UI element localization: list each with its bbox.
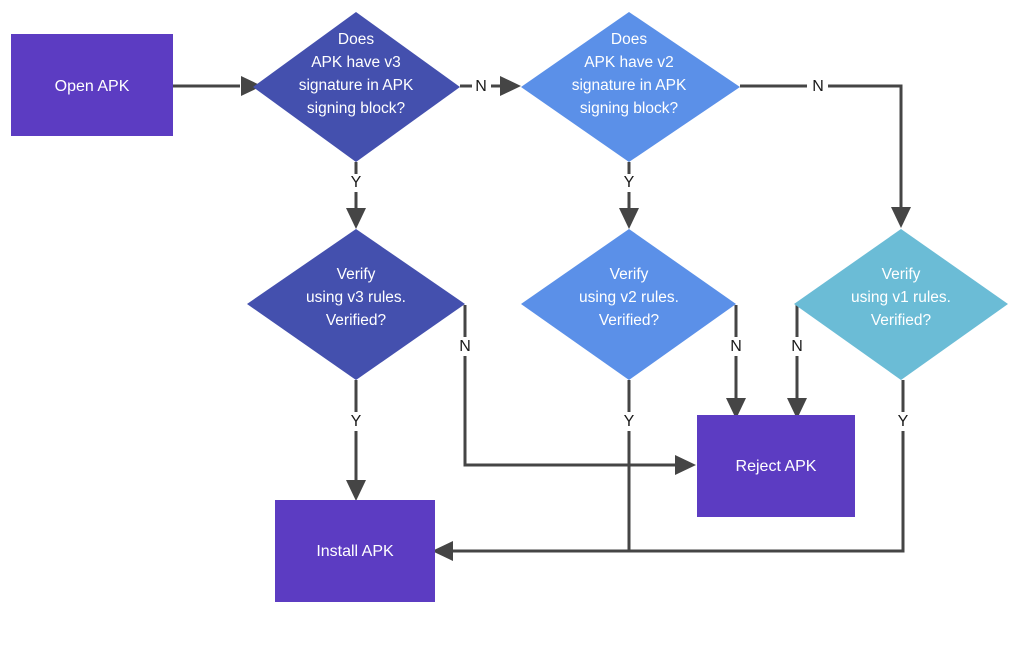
edge-label-verifyv1-no: N [791, 338, 803, 355]
arrowhead [619, 208, 639, 229]
node-install-apk[interactable]: Install APK [275, 500, 435, 602]
has-v2-diamond[interactable] [521, 12, 740, 162]
edge-label-hasv2-no: N [812, 78, 824, 95]
edge-hasv2-no-to-verifyv1: N [740, 78, 911, 228]
edge-verifyv3-no-to-reject: N [459, 305, 696, 475]
edge-label-hasv3-yes: Y [351, 174, 362, 191]
node-reject-apk[interactable]: Reject APK [697, 415, 855, 517]
node-verify-v1[interactable]: Verify using v1 rules. Verified? [794, 229, 1008, 380]
nodes-layer: Open APK Does APK have v3 signature in A… [11, 12, 1008, 602]
verify-v3-diamond[interactable] [247, 229, 465, 380]
edge-label-verifyv2-no: N [730, 338, 742, 355]
arrowhead [241, 76, 262, 96]
reject-apk-rect[interactable] [697, 415, 855, 517]
edge-hasv2-yes-to-verifyv2: Y [619, 162, 639, 229]
node-open-apk[interactable]: Open APK [11, 34, 173, 136]
node-verify-v3[interactable]: Verify using v3 rules. Verified? [247, 229, 465, 380]
edge-hasv3-no-to-hasv2: N [460, 76, 521, 96]
install-apk-rect[interactable] [275, 500, 435, 602]
verify-v2-diamond[interactable] [521, 229, 736, 380]
arrowhead [500, 76, 521, 96]
arrowhead [726, 398, 746, 419]
edge-line-b [828, 84, 903, 208]
edge-label-verifyv3-yes: Y [351, 413, 362, 430]
edge-verifyv3-yes-to-install: Y [346, 380, 366, 501]
edge-label-verifyv2-yes: Y [624, 413, 635, 430]
edge-verifyv1-no-to-reject: N [787, 305, 807, 419]
has-v3-diamond[interactable] [253, 12, 460, 162]
edge-verifyv1-yes-to-install: Y [432, 380, 909, 561]
edge-line-b [452, 431, 905, 553]
arrowhead [346, 208, 366, 229]
edge-label-hasv3-no: N [475, 78, 487, 95]
arrowhead [432, 541, 453, 561]
arrowhead [346, 480, 366, 501]
node-has-v3[interactable]: Does APK have v3 signature in APK signin… [253, 12, 460, 162]
edge-label-verifyv1-yes: Y [898, 413, 909, 430]
edge-hasv3-yes-to-verifyv3: Y [346, 162, 366, 229]
edges-layer: N Y N Y [173, 76, 911, 561]
edge-line-b [463, 356, 676, 467]
open-apk-rect[interactable] [11, 34, 173, 136]
node-has-v2[interactable]: Does APK have v2 signature in APK signin… [521, 12, 740, 162]
edge-open-to-hasv3 [173, 76, 262, 96]
arrowhead [675, 455, 696, 475]
arrowhead [787, 398, 807, 419]
edge-line-b [452, 431, 631, 553]
edge-label-hasv2-yes: Y [624, 174, 635, 191]
edge-verifyv2-no-to-reject: N [726, 305, 746, 419]
node-verify-v2[interactable]: Verify using v2 rules. Verified? [521, 229, 736, 380]
edge-label-verifyv3-no: N [459, 338, 471, 355]
verify-v1-diamond[interactable] [794, 229, 1008, 380]
arrowhead [891, 207, 911, 228]
